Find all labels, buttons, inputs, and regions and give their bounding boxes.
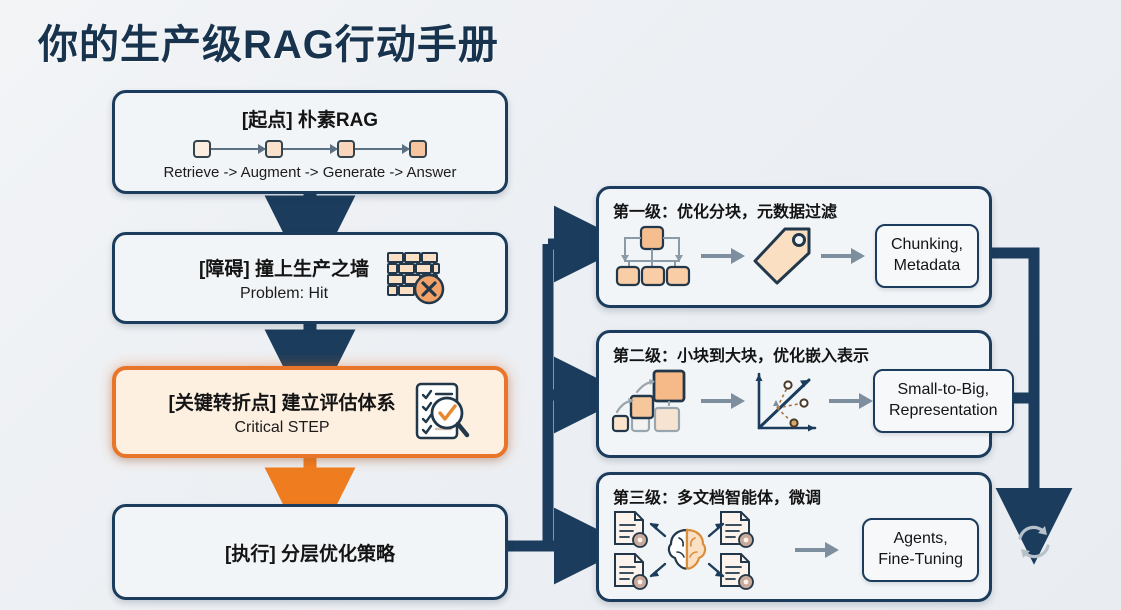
tier-1-label-line2: Metadata [893, 256, 961, 274]
node-naive-rag-caption: Retrieve -> Augment -> Generate -> Answe… [163, 164, 457, 181]
node-critical-step-title: [关键转折点] 建立评估体系 [168, 392, 396, 414]
node-naive-rag[interactable]: [起点] 朴素RAG Retrieve -> Augment -> Genera… [112, 90, 508, 194]
tier-1-heading: 第一级：优化分块，元数据过滤 [613, 204, 838, 221]
node-production-wall[interactable]: [障碍] 撞上生产之墙 Problem: Hit [112, 232, 508, 324]
tier-2-card[interactable]: 第二级：小块到大块，优化嵌入表示 [596, 330, 1014, 458]
pipeline-step-retrieve-icon [193, 140, 211, 158]
pipeline-arrow-3-icon [355, 144, 410, 154]
page-title: 你的生产级RAG行动手册 [38, 23, 499, 67]
tag-icon [753, 227, 811, 285]
node-critical-step[interactable]: [关键转折点] 建立评估体系 Critical STEP [112, 366, 508, 458]
rag-pipeline-graphic [115, 140, 505, 158]
node-production-wall-title: [障碍] 撞上生产之墙 [199, 258, 369, 280]
tier-1-card[interactable]: 第一级：优化分块，元数据过滤 [596, 186, 992, 308]
tier-2-label[interactable]: Small-to-Big, Representation [873, 369, 1014, 433]
pipeline-arrow-2-icon [283, 144, 338, 154]
tier-3-label[interactable]: Agents, Fine-Tuning [862, 518, 979, 582]
small-to-big-squares-icon [611, 369, 686, 433]
pipeline-step-augment-icon [265, 140, 283, 158]
node-layered-strategy-title: [执行] 分层优化策略 [225, 544, 395, 565]
refresh-loop-icon [1018, 525, 1050, 559]
multi-document-agents-brain-icon [614, 511, 754, 590]
tier-2-label-line1: Small-to-Big, [897, 381, 990, 399]
node-critical-step-subtitle: Critical STEP [234, 418, 330, 436]
tier-3-card[interactable]: 第三级：多文档智能体，微调 [596, 472, 992, 602]
embedding-scatter-icon [755, 372, 817, 432]
tier-2-heading: 第二级：小块到大块，优化嵌入表示 [613, 348, 870, 365]
tier-1-label[interactable]: Chunking, Metadata [874, 224, 979, 288]
node-layered-strategy[interactable]: [执行] 分层优化策略 [112, 504, 508, 600]
pipeline-arrow-1-icon [211, 144, 266, 154]
brick-wall-error-icon [386, 252, 445, 305]
checklist-magnifier-icon [416, 382, 470, 440]
tier-3-label-line1: Agents, [893, 530, 948, 548]
hierarchy-split-icon [615, 225, 691, 286]
pipeline-step-answer-icon [409, 140, 427, 158]
tier-3-heading: 第三级：多文档智能体，微调 [613, 490, 822, 507]
tier-2-label-line2: Representation [889, 402, 998, 419]
pipeline-step-generate-icon [337, 140, 355, 158]
node-production-wall-subtitle: Problem: Hit [239, 284, 329, 302]
node-naive-rag-title: [起点] 朴素RAG [241, 110, 379, 131]
tier-3-label-line2: Fine-Tuning [878, 551, 963, 568]
tier-1-label-line1: Chunking, [890, 236, 963, 253]
